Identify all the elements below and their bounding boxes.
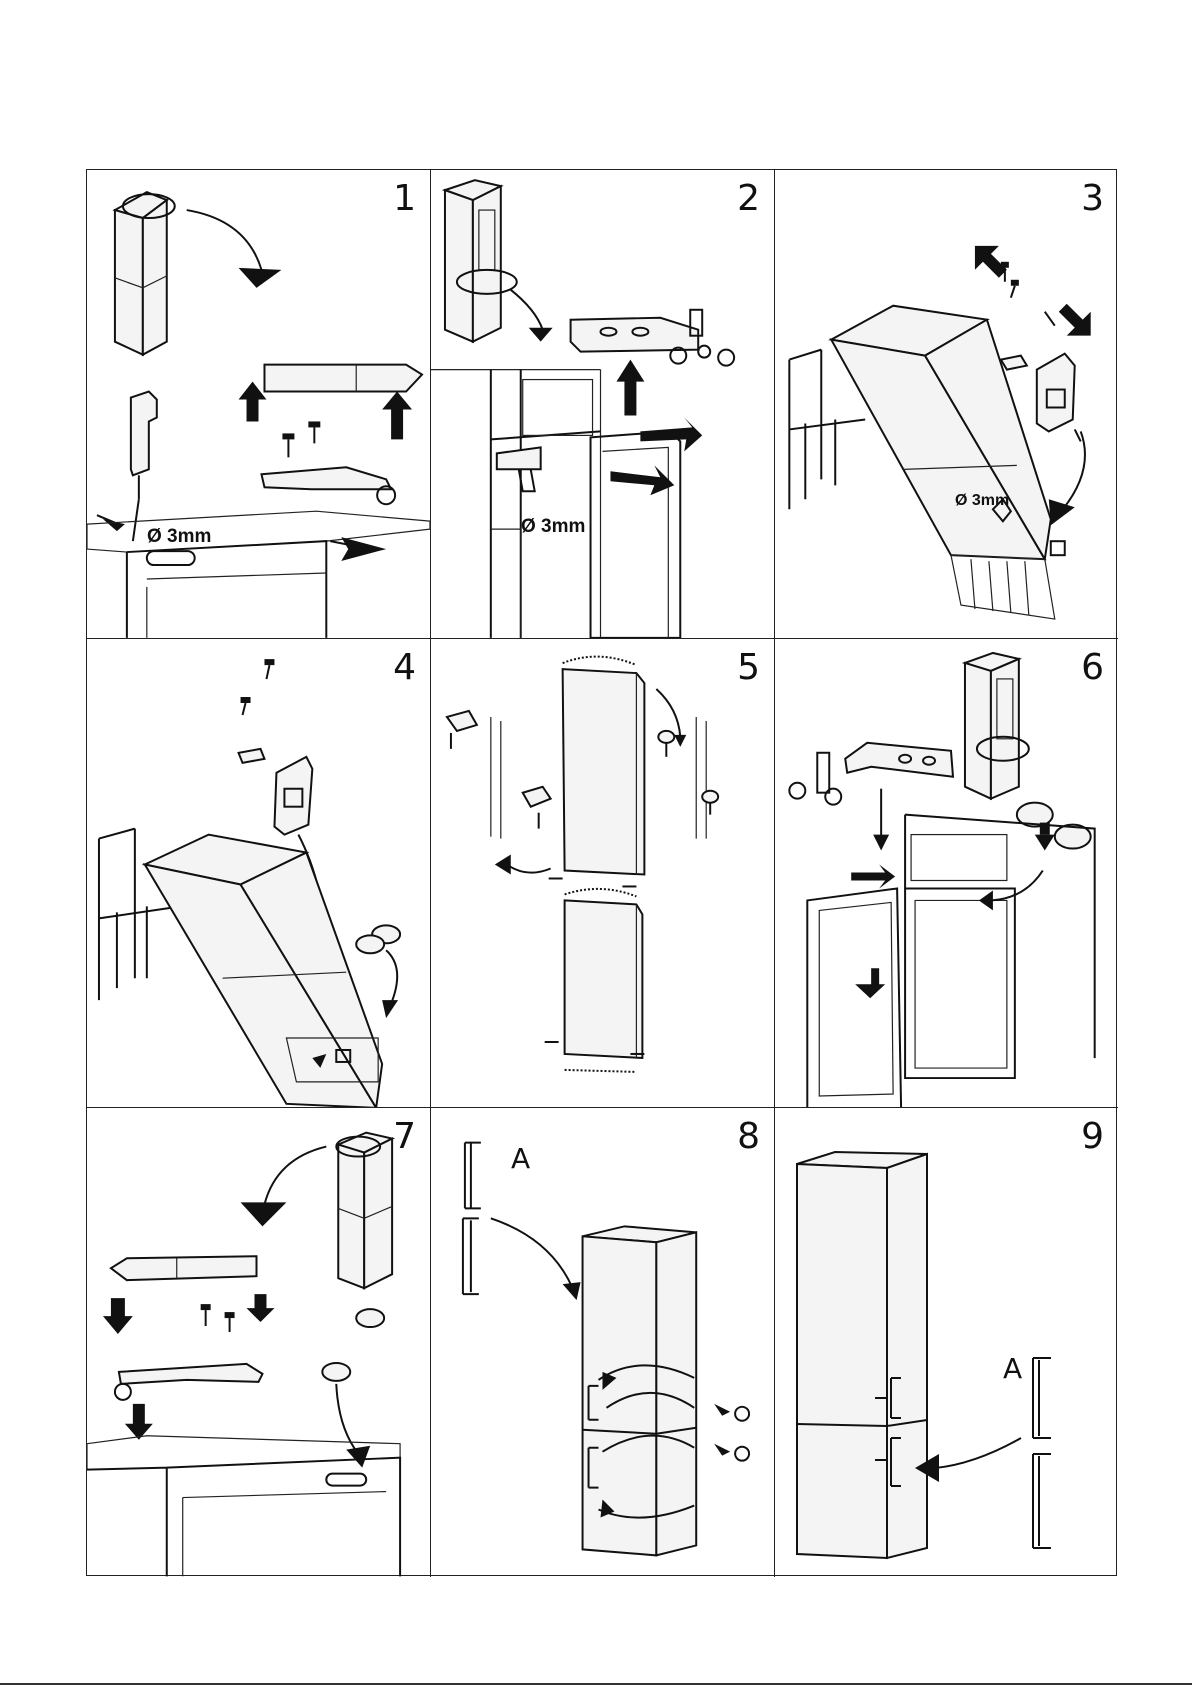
step-4-panel: 4 (87, 639, 431, 1108)
step-8-panel: 8 (431, 1108, 775, 1577)
step-8-illustration (431, 1108, 774, 1577)
step-4-illustration (87, 639, 430, 1107)
step-2-panel: 2 (431, 170, 775, 639)
instruction-grid: 1 (86, 169, 1117, 1576)
drill-diameter-label: Ø 3mm (521, 516, 585, 538)
handle-label: A (511, 1142, 530, 1175)
step-9-illustration (775, 1108, 1118, 1577)
drill-diameter-label: Ø 3mm (955, 492, 1009, 510)
step-1-panel: 1 (87, 170, 431, 639)
step-6-panel: 6 (775, 639, 1118, 1108)
step-5-illustration (431, 639, 774, 1107)
step-5-panel: 5 (431, 639, 775, 1108)
step-3-panel: 3 (775, 170, 1118, 639)
step-7-illustration (87, 1108, 430, 1577)
step-6-illustration (775, 639, 1118, 1107)
step-2-illustration (431, 170, 774, 638)
step-1-illustration (87, 170, 430, 638)
drill-diameter-label: Ø 3mm (147, 526, 211, 548)
step-9-panel: 9 A (775, 1108, 1118, 1577)
handle-label: A (1003, 1352, 1022, 1385)
step-3-illustration (775, 170, 1118, 638)
step-7-panel: 7 (87, 1108, 431, 1577)
